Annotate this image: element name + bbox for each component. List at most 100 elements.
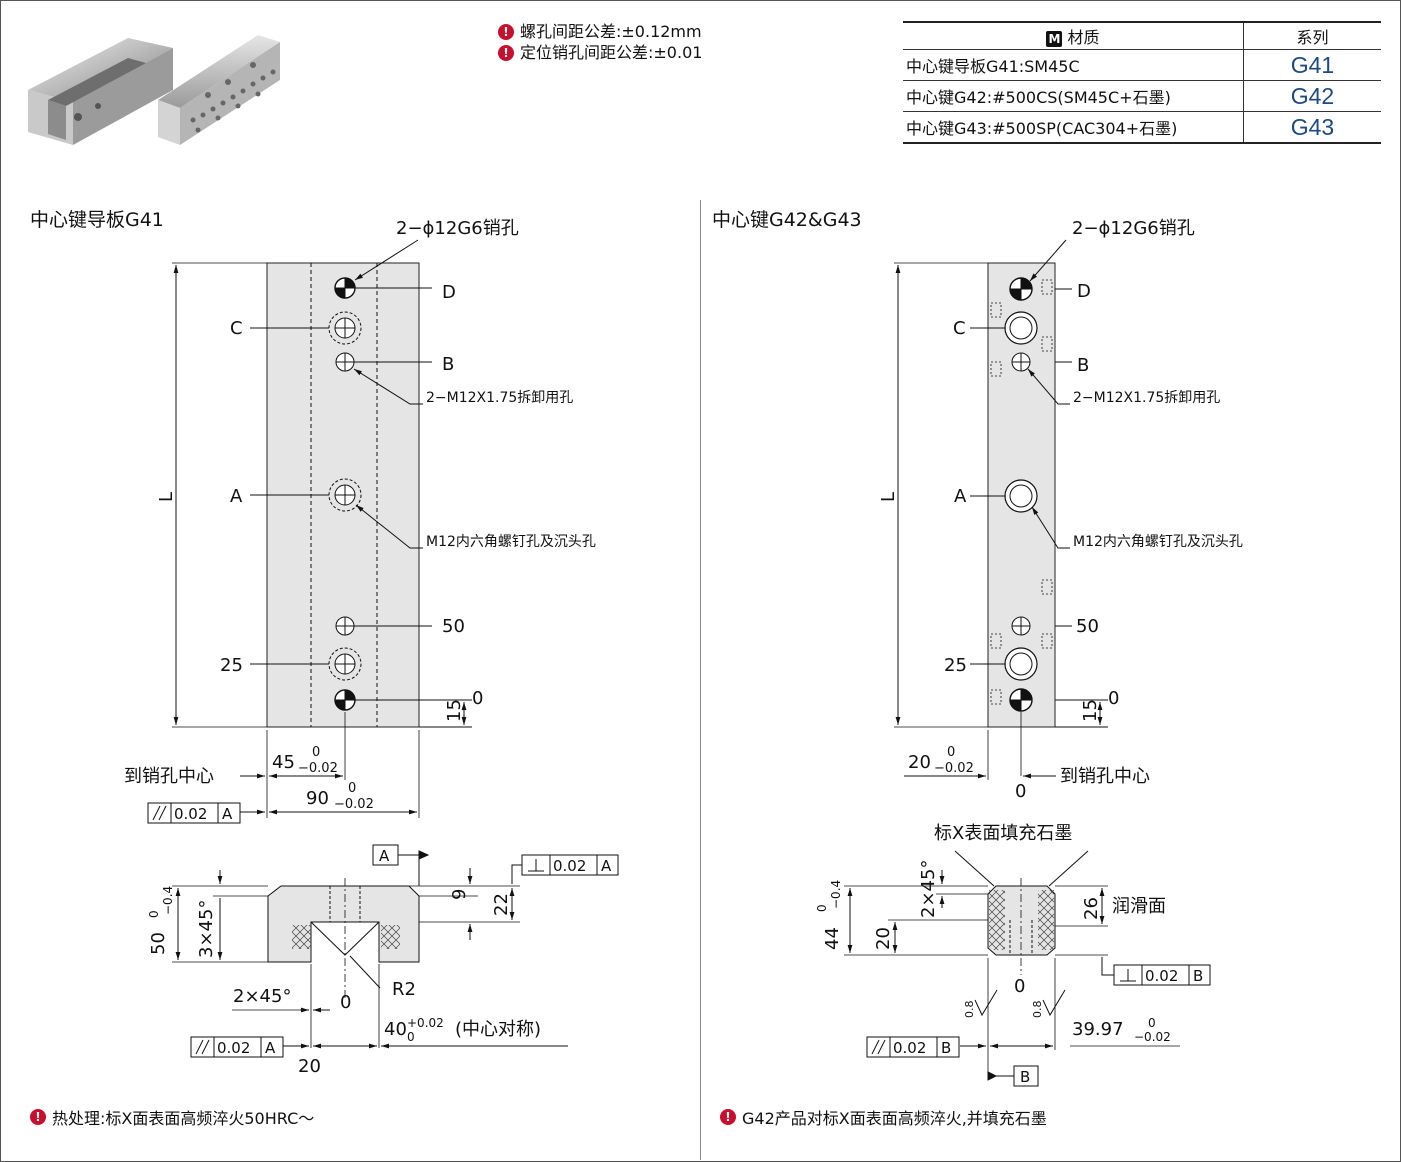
tol-lower: −0.02 (334, 797, 374, 812)
roughness-value: 0.8 (1031, 1001, 1044, 1019)
sec-dim-40: 40 (384, 1019, 407, 1040)
sec-dim-26: 26 (1081, 897, 1102, 920)
label-b: B (1077, 355, 1089, 376)
m12-hole-label: 2−M12X1.75拆卸用孔 (426, 390, 573, 406)
label-d: D (442, 282, 456, 303)
right-section-view (844, 850, 1211, 1087)
sec-dim-22: 22 (491, 893, 512, 916)
sec-r2: R2 (392, 979, 416, 1000)
sec-50-low: −0.4 (161, 886, 175, 915)
lubrication-label: 润滑面 (1112, 896, 1166, 917)
dim-15: 15 (444, 699, 465, 722)
left-plan-labels: 2−ϕ12G6销孔 D C B 2−M12X1.75拆卸用孔 A M12内六角螺… (124, 218, 596, 812)
sec-3997-low: −0.02 (1134, 1030, 1171, 1044)
sec-dim-2x45: 2×45° (233, 986, 291, 1007)
sec-50-up: 0 (147, 910, 161, 918)
sec-dim-20: 20 (298, 1056, 321, 1077)
table-row: 中心键G43:#500SP(CAC304+石墨) G43 (903, 111, 1381, 144)
right-footnote: !G42产品对标X面表面高频淬火,并填充石墨 (720, 1105, 1047, 1129)
sec-fcf-datum: A (265, 1039, 276, 1057)
to-pin-center-label: 到销孔中心 (124, 766, 214, 787)
sec-dim-9: 9 (449, 889, 470, 900)
tol-upper: 0 (312, 745, 320, 760)
sec-dim-2x45: 2×45° (918, 860, 939, 918)
warning-icon: ! (498, 44, 514, 61)
tolerance-notes: ! 螺孔间距公差:±0.12mm ! 定位销孔间距公差:±0.01 (498, 21, 702, 63)
bolt-hole-label: M12内六角螺钉孔及沉头孔 (1073, 534, 1243, 550)
sec-dim-50: 50 (148, 932, 169, 955)
sec-dim-3x45: 3×45° (196, 900, 217, 958)
label-c: C (230, 318, 243, 339)
pin-hole-label: 2−ϕ12G6销孔 (396, 218, 519, 239)
tol-lower: −0.02 (934, 761, 974, 776)
series-cell: G41 (1243, 49, 1381, 81)
warning-icon: ! (720, 1109, 736, 1125)
sec-44-up: 0 (815, 904, 829, 912)
pin-hole-label: 2−ϕ12G6销孔 (1072, 218, 1195, 239)
material-cell: 中心键G42:#500CS(SM45C+石墨) (903, 80, 1244, 112)
table-row: 中心键G42:#500CS(SM45C+石墨) G42 (903, 80, 1381, 112)
section-divider (700, 200, 701, 1160)
bottom-0: 0 (1015, 781, 1026, 802)
right-section-title: 中心键G42&G43 (712, 209, 862, 231)
series-cell: G43 (1243, 111, 1381, 144)
left-section-view (172, 844, 619, 1058)
dim-50: 50 (1076, 616, 1099, 637)
perp-value: 0.02 (553, 857, 586, 875)
sec-40-note: (中心对称) (455, 1019, 541, 1040)
sec-dim-0: 0 (1014, 976, 1025, 997)
material-badge-icon: M (1046, 31, 1063, 47)
dim-25: 25 (220, 655, 243, 676)
dim-20: 20 (908, 752, 931, 773)
left-parallel-fcf (147, 802, 241, 824)
table-row: 中心键导板G41:SM45C G41 (903, 49, 1381, 81)
graphite-label: 标X表面填充石墨 (934, 823, 1072, 844)
product-photo (28, 35, 280, 145)
sec-dim-20: 20 (873, 927, 894, 950)
dim-25: 25 (944, 655, 967, 676)
dim-50: 50 (442, 616, 465, 637)
sec-40-up: +0.02 (407, 1016, 444, 1030)
dim-0: 0 (472, 688, 483, 709)
sec-dim-0: 0 (340, 992, 351, 1013)
warning-icon: ! (30, 1109, 46, 1125)
sec-dim-44: 44 (822, 927, 843, 950)
right-plan-view (894, 239, 1108, 780)
dim-l: L (878, 492, 899, 502)
material-cell: 中心键G43:#500SP(CAC304+石墨) (903, 111, 1244, 144)
dim-0: 0 (1108, 688, 1119, 709)
perp-datum: A (601, 857, 612, 875)
sec-44-low: −0.4 (829, 880, 843, 909)
perp-value: 0.02 (1145, 967, 1178, 985)
sec-40-low: 0 (407, 1030, 415, 1044)
sec-dim-3997: 39.97 (1072, 1019, 1124, 1040)
label-a: A (230, 486, 243, 507)
datum-b: B (1020, 1068, 1030, 1086)
dim-15: 15 (1080, 699, 1101, 722)
label-c: C (953, 318, 966, 339)
sec-fcf-value: 0.02 (893, 1039, 926, 1057)
left-section-title: 中心键导板G41 (30, 209, 164, 231)
left-section-labels: A 0.02 A 50 0 −0.4 3×45° 9 22 2×45° 0 R2… (147, 847, 612, 1077)
fcf-value: 0.02 (174, 805, 207, 823)
warning-icon: ! (498, 23, 514, 40)
series-cell: G42 (1243, 80, 1381, 112)
dim-l: L (156, 492, 177, 502)
note-pin-tolerance: 定位销孔间距公差:±0.01 (520, 43, 703, 62)
bolt-hole-label: M12内六角螺钉孔及沉头孔 (426, 534, 596, 550)
tol-upper: 0 (348, 781, 356, 796)
label-d: D (1077, 281, 1091, 302)
series-header: 系列 (1243, 21, 1381, 50)
to-pin-center-label: 到销孔中心 (1060, 766, 1150, 787)
note-screw-tolerance: 螺孔间距公差:±0.12mm (520, 22, 702, 41)
sec-3997-up: 0 (1148, 1016, 1156, 1030)
material-cell: 中心键导板G41:SM45C (903, 49, 1244, 81)
tol-lower: −0.02 (298, 761, 338, 776)
right-plan-labels: 2−ϕ12G6销孔 D C B 2−M12X1.75拆卸用孔 A M12内六角螺… (878, 218, 1243, 802)
sec-fcf-datum: B (941, 1039, 951, 1057)
m12-hole-label: 2−M12X1.75拆卸用孔 (1073, 390, 1220, 406)
fcf-datum: A (222, 805, 233, 823)
